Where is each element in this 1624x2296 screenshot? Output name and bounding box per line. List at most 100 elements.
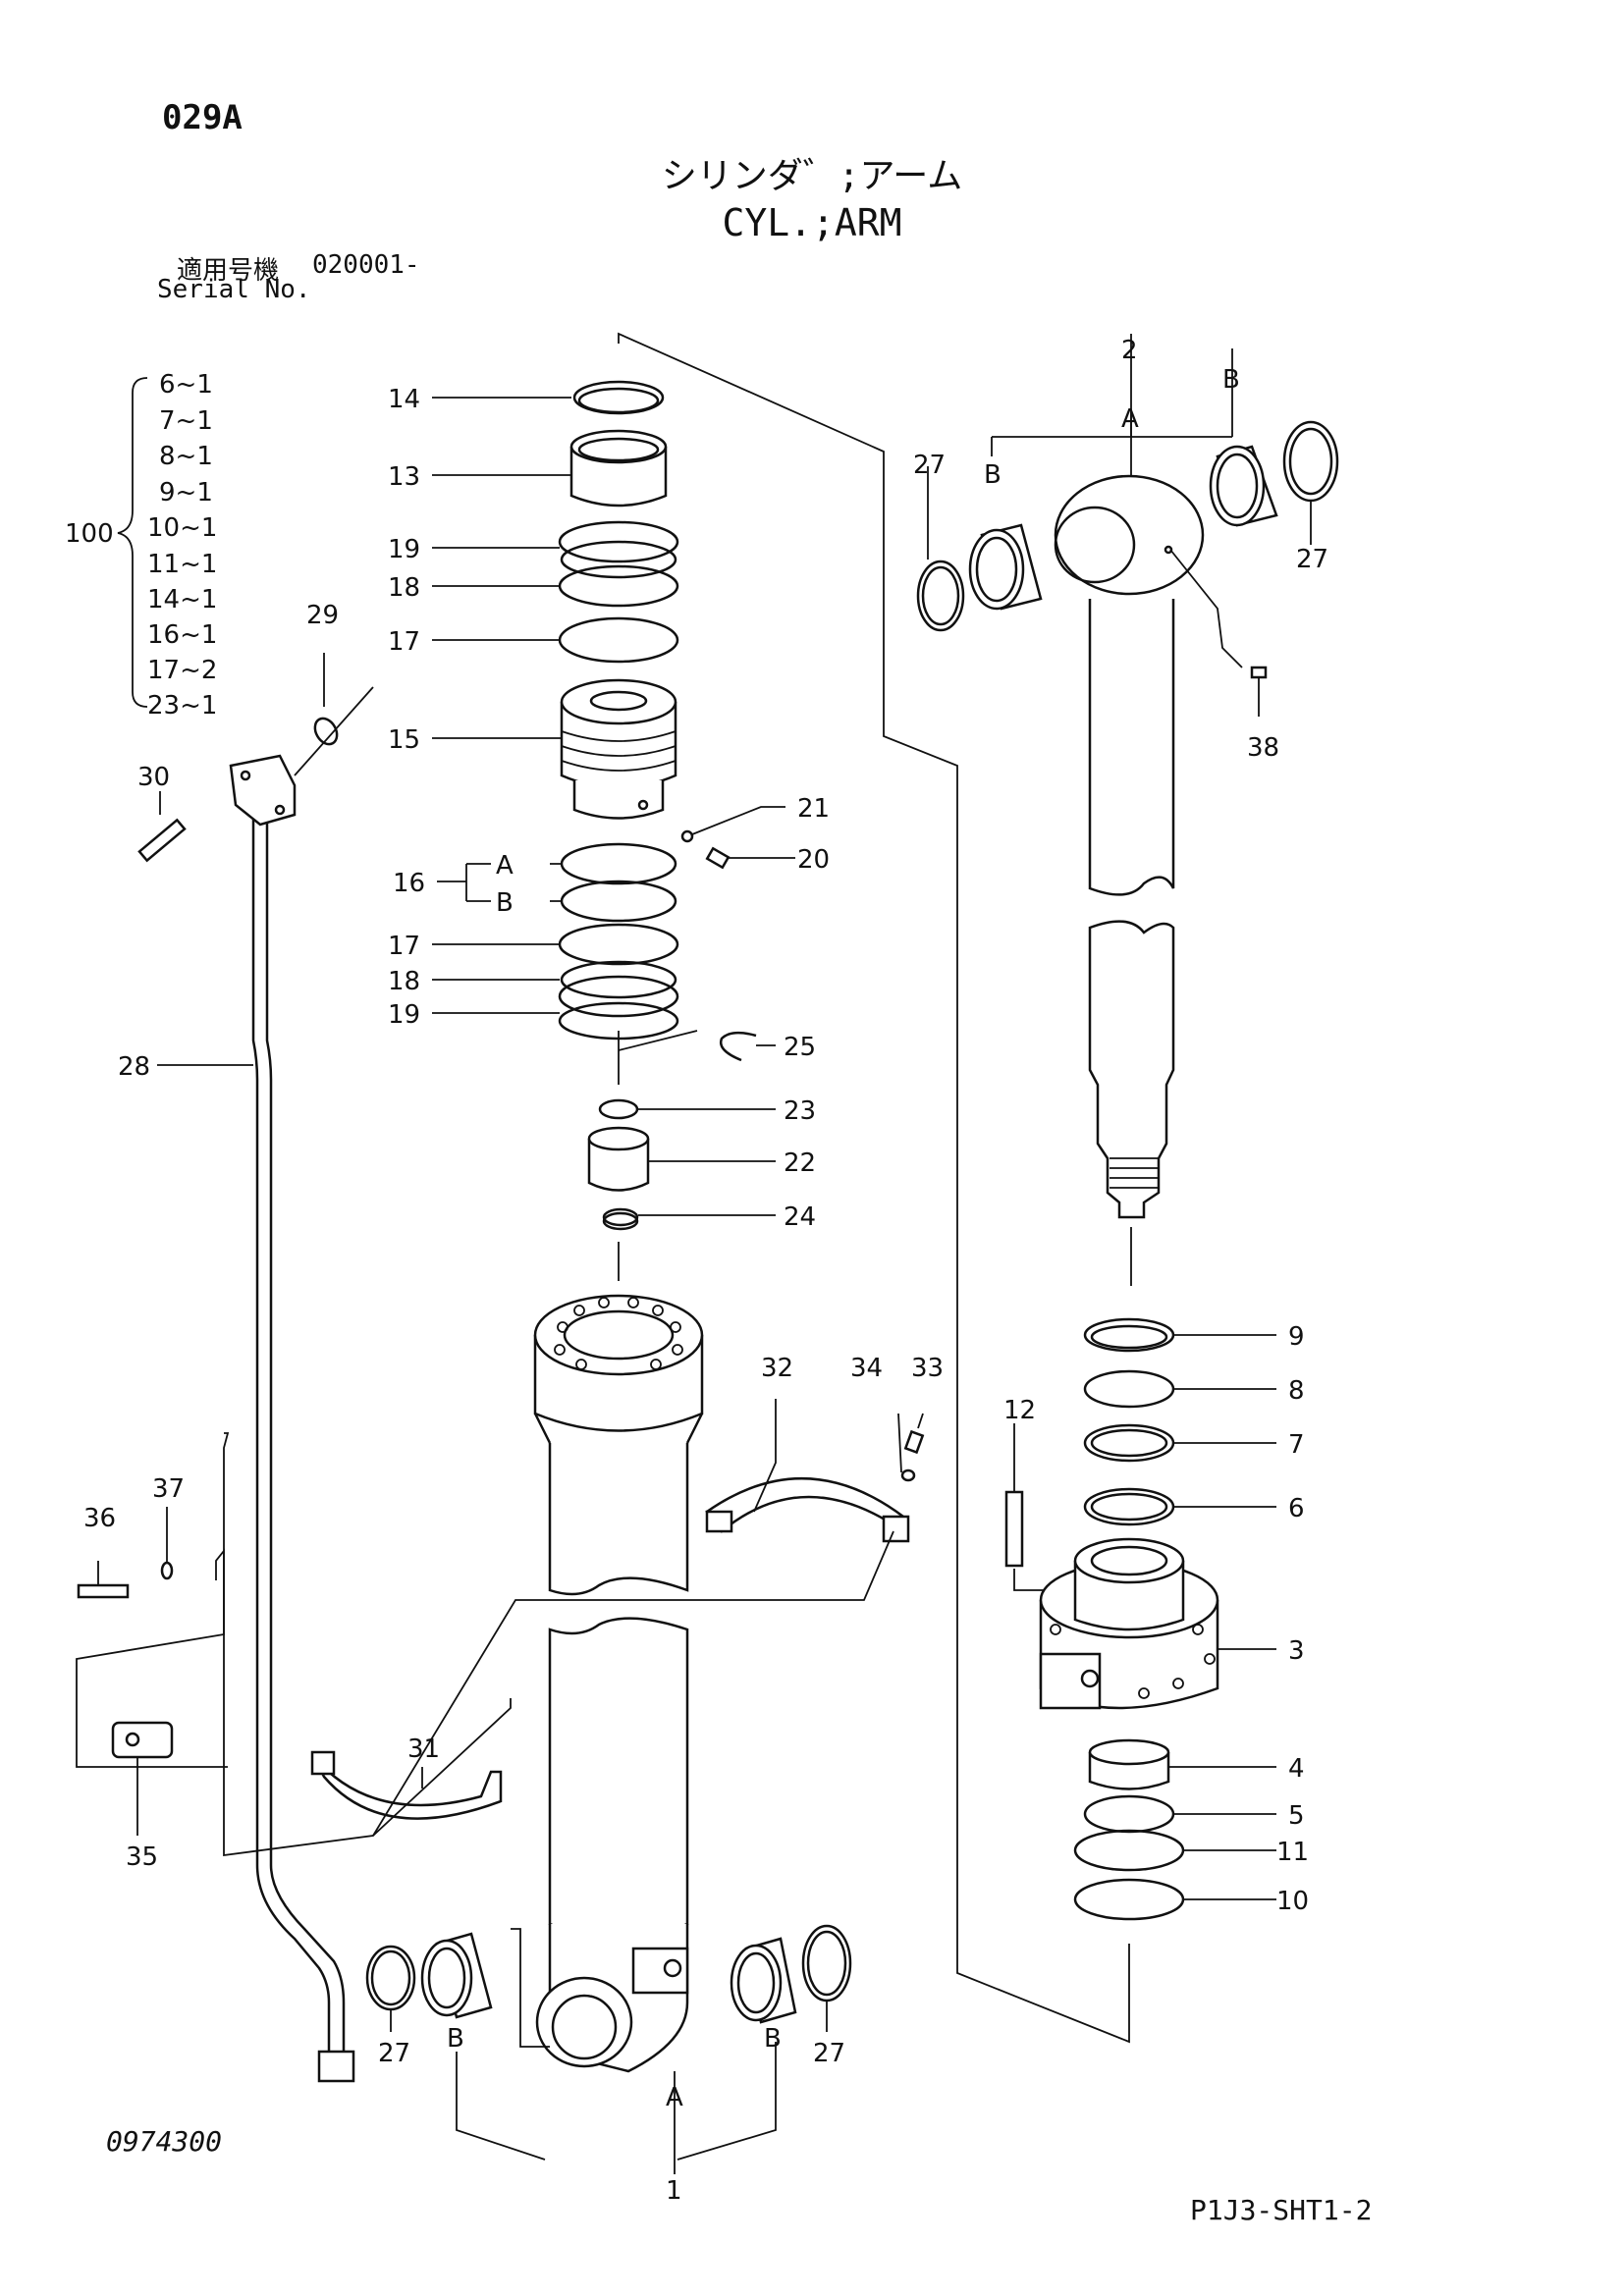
callout-8: 8 [1288,1376,1305,1406]
kit-item: 9~1 [159,478,213,507]
callout-27: 27 [813,2039,845,2068]
callout-30: 30 [137,763,170,792]
kit-number: 100 [65,519,114,549]
callout-7: 7 [1288,1430,1305,1460]
piston-assembly [558,380,757,1281]
washer-34 [900,1468,916,1482]
seal-ring-27 [365,1945,416,2011]
seal-ring-16b [560,880,677,923]
bolt-33 [903,1429,925,1455]
callout-35: 35 [126,1842,158,1872]
callout-32: 32 [761,1354,793,1383]
head-seals [1004,1317,1219,1921]
seal-ring-27 [916,560,965,632]
callout-31: 31 [407,1735,440,1764]
kit-item: 16~1 [147,620,217,650]
callout-3: 3 [1288,1636,1305,1666]
callout-22: 22 [784,1148,816,1178]
bush-label-B-bottom-left: B [447,2024,464,2054]
kit-item: 23~1 [147,691,217,721]
seal-ring-19 [558,520,679,563]
clip-35 [111,1721,174,1759]
seal-ring-18 [558,564,679,608]
callout-2: 2 [1121,336,1138,365]
bush-label-B-top-right: B [1222,365,1240,395]
seal-8 [1083,1369,1175,1409]
callout-14: 14 [388,385,420,414]
drawing-number: 0974300 [106,2125,223,2158]
seal-ring-16a [560,842,677,885]
callout-27: 27 [913,451,946,480]
callout-9: 9 [1288,1322,1305,1352]
top-bushings [916,348,1339,679]
band-clamp-32 [705,1477,905,1534]
callout-23: 23 [784,1096,816,1126]
title-english: CYL.;ARM [722,201,902,244]
set-screw-20 [705,846,731,870]
piston-15 [560,678,677,820]
flange-fitting [229,754,297,827]
callout-24: 24 [784,1202,816,1232]
callout-17: 17 [388,627,420,657]
callout-37: 37 [152,1474,185,1504]
kit-item: 17~2 [147,656,217,685]
kit-item: 11~1 [147,550,217,579]
bush-label-B-top-left: B [984,460,1001,490]
callout-16a: A [496,851,514,881]
callout-28: 28 [118,1052,150,1082]
seal-11 [1073,1829,1185,1872]
callout-19: 19 [388,1000,420,1030]
bush-label-A-bottom: A [666,2083,683,2112]
callout-12: 12 [1003,1396,1036,1425]
grease-fitting-38 [1250,666,1268,679]
kit-item: 10~1 [147,513,217,543]
nut-24 [602,1207,639,1227]
serial-label-english: Serial No. [157,275,311,304]
callout-33: 33 [911,1354,944,1383]
seal-ring-27 [801,1924,852,2002]
serial-label-japanese: 適用号機 [177,256,280,286]
o-ring-29 [313,717,339,746]
kit-item: 14~1 [147,585,217,614]
sheet-reference: P1J3-SHT1-2 [1190,2194,1373,2226]
callout-5: 5 [1288,1801,1305,1831]
callout-27: 27 [378,2039,410,2068]
band-clamp-31 [312,1756,503,1820]
callout-16b: B [496,888,514,918]
callout-25: 25 [784,1033,816,1062]
seal-10 [1073,1878,1185,1921]
band-clamps [77,1429,925,1820]
callout-18: 18 [388,967,420,996]
callout-6: 6 [1288,1494,1305,1523]
bush-label-B-bottom-right: B [764,2024,782,2054]
callout-17: 17 [388,932,420,961]
title-japanese: シリンダ゛;アーム [661,156,963,196]
hose-pipe-28 [137,686,374,2083]
collar-22 [587,1139,650,1192]
callout-36: 36 [83,1504,116,1533]
seal-9 [1083,1317,1175,1353]
callout-10: 10 [1276,1887,1309,1916]
assembly-leader-lines [76,332,1130,2044]
kit-item: 6~1 [159,370,213,400]
callout-18: 18 [388,573,420,603]
callout-29: 29 [306,601,339,630]
callout-20: 20 [797,845,830,875]
callout-1: 1 [666,2176,682,2206]
callout-labels: 14 13 19 18 17 15 21 20 16 A B 17 18 19 … [83,336,1328,2206]
kit-item: 7~1 [159,406,213,436]
bottom-bushings [365,1924,852,2174]
washer-37 [160,1561,174,1580]
seal-ring-17 [558,616,679,664]
bolt-12 [1004,1490,1024,1568]
cylinder-head-3 [1039,1537,1219,1710]
page-code: 029A [162,98,243,137]
callout-19: 19 [388,535,420,564]
seal-5 [1083,1794,1175,1834]
callout-leaders [97,334,1312,2032]
callout-34: 34 [850,1354,883,1383]
kit-item: 8~1 [159,442,213,471]
callout-27: 27 [1296,545,1328,574]
ring-23 [598,1098,639,1120]
